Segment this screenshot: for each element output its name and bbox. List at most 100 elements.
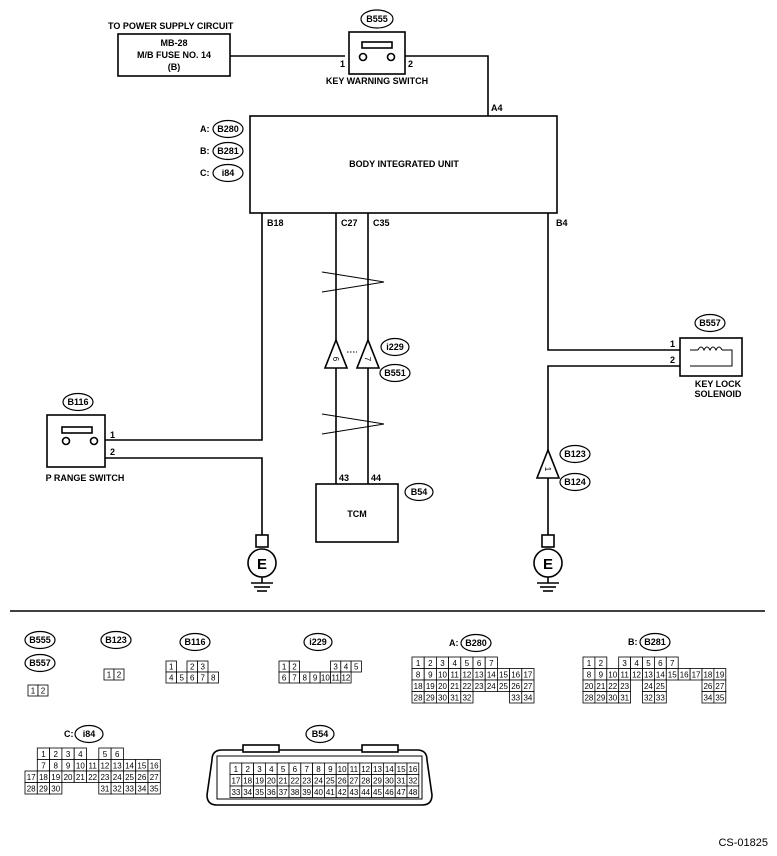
pin-number: 14 (656, 671, 665, 680)
connector-label-b124: B124 (564, 477, 586, 487)
pin-number: 27 (523, 682, 532, 691)
pin-number: 33 (511, 694, 520, 703)
pin-cell (350, 660, 362, 673)
pin-number: 16 (511, 671, 520, 680)
pin-number: 29 (39, 785, 48, 794)
view-badge-i229 (303, 632, 333, 652)
pin-number: 3 (66, 750, 71, 759)
pin-number: 29 (373, 777, 382, 786)
inline-pin-1: 1 (543, 467, 552, 472)
pin-number: 23 (100, 773, 109, 782)
pin-number: 29 (596, 694, 605, 703)
p-range-switch-label: P RANGE SWITCH (46, 473, 125, 483)
pin-number: 4 (169, 674, 174, 683)
pin-number: 24 (644, 682, 653, 691)
ground-label: E (543, 556, 553, 573)
terminal-a4: A4 (491, 103, 503, 113)
key-lock-label-2: SOLENOID (694, 389, 742, 399)
biu-connector-a-prefix: A: (200, 124, 210, 134)
pin-number: 34 (523, 694, 532, 703)
connector-badge-b116 (62, 392, 94, 412)
pin-number: 27 (349, 777, 358, 786)
pin-number: 2 (54, 750, 59, 759)
pin-number: 35 (255, 788, 264, 797)
pin-number: 19 (51, 773, 60, 782)
pin-number: 28 (361, 777, 370, 786)
connector-label-b551: B551 (384, 368, 406, 378)
pin-number: 31 (397, 777, 406, 786)
pin-number: 9 (313, 674, 318, 683)
pin-number: 6 (477, 659, 482, 668)
pin-number: 6 (190, 674, 195, 683)
pin-number: 31 (450, 694, 459, 703)
key-lock-pin-2: 2 (670, 355, 675, 365)
pin-number: 8 (316, 765, 321, 774)
connector-label-b281: B281 (217, 146, 239, 156)
pin-number: 5 (180, 674, 185, 683)
pin-number: 47 (397, 788, 406, 797)
pin-number: 24 (487, 682, 496, 691)
pin-number: 20 (267, 777, 276, 786)
pin-number: 1 (416, 659, 421, 668)
key-warning-pin-2: 2 (408, 59, 413, 69)
pin-number: 2 (117, 671, 122, 680)
view-label-i84: i84 (83, 729, 96, 739)
pin-number: 34 (243, 788, 252, 797)
pin-number: 19 (426, 682, 435, 691)
pin-number: 22 (290, 777, 299, 786)
pin-number: 15 (668, 671, 677, 680)
pin-number: 22 (88, 773, 97, 782)
pin-number: 25 (656, 682, 665, 691)
view-label-b116: B116 (184, 637, 205, 647)
twisted-pair-mark-upper (321, 271, 385, 293)
view-badge-b555 (24, 630, 56, 650)
pin-number: 43 (349, 788, 358, 797)
pin-number: 48 (408, 788, 417, 797)
twisted-pair-mark-lower (321, 413, 385, 435)
pin-number: 30 (438, 694, 447, 703)
pin-number: 3 (333, 663, 338, 672)
biu-connector-c-prefix: C: (200, 168, 210, 178)
pin-cell (113, 668, 125, 681)
pin-number: 33 (231, 788, 240, 797)
view-prefix-b281: B: (628, 637, 638, 647)
pin-number: 30 (608, 694, 617, 703)
pin-number: 17 (692, 671, 701, 680)
pin-number: 9 (66, 762, 71, 771)
power-supply-caption: TO POWER SUPPLY CIRCUIT (108, 21, 234, 31)
pin-number: 13 (644, 671, 653, 680)
pin-number: 21 (279, 777, 288, 786)
pin-number: 41 (326, 788, 335, 797)
connector-label-b555: B555 (366, 14, 388, 24)
pin-number: 18 (243, 777, 252, 786)
connector-badge-b123 (559, 444, 591, 464)
pin-number: 10 (76, 762, 85, 771)
pin-number: 16 (408, 765, 417, 774)
pin-number: 2 (245, 765, 250, 774)
view-badge-b123 (100, 630, 132, 650)
pin-number: 37 (279, 788, 288, 797)
pin-number: 9 (428, 671, 433, 680)
inline-connector-arrow-icon (323, 337, 349, 369)
view-badge-b557 (24, 653, 56, 673)
pin-number: 3 (201, 663, 206, 672)
inline-connector-arrow-icon (355, 337, 381, 369)
pin-number: 27 (150, 773, 159, 782)
view-label-b281: B281 (644, 637, 666, 647)
connector-badge-i84 (212, 163, 244, 183)
pin-number: 17 (231, 777, 240, 786)
pin-number: 15 (137, 762, 146, 771)
pin-number: 28 (27, 785, 36, 794)
pin-number: 8 (54, 762, 59, 771)
pin-number: 21 (76, 773, 85, 782)
pin-number: 14 (385, 765, 394, 774)
pin-number: 2 (428, 659, 433, 668)
pin-cell (340, 671, 352, 684)
view-badge-b281 (639, 632, 671, 652)
pin-number: 36 (267, 788, 276, 797)
